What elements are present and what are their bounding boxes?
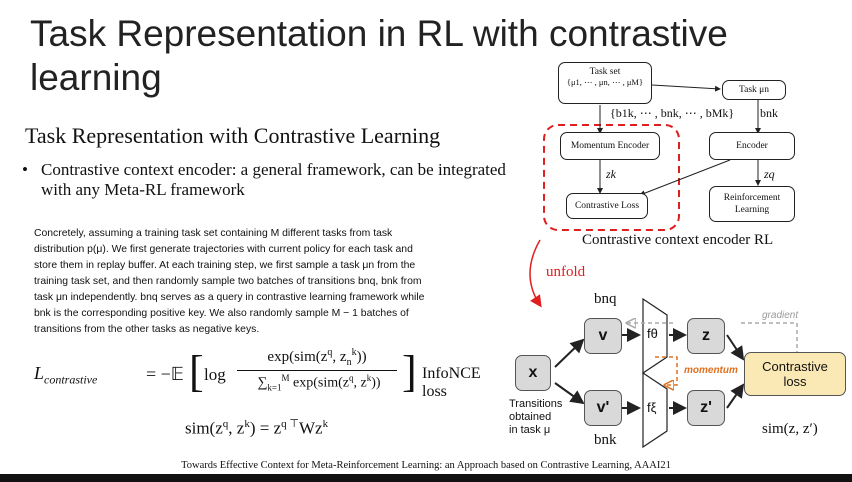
momentum-label: momentum (684, 365, 738, 376)
reinforcement-learning-box: Reinforcement Learning (709, 186, 795, 222)
batch-set-label: {b1k, ⋯ , bnk, ⋯ , bMk} (610, 106, 735, 120)
bnk-label-bottom: bnk (594, 432, 617, 448)
bullet-text: Contrastive context encoder: a general f… (41, 160, 506, 199)
bnq-label: bnq (594, 291, 617, 307)
task-set-value: {μ1, ⋯ , μn, ⋯ , μM} (566, 77, 644, 87)
fraction-bar (237, 370, 397, 371)
contrastive-loss-box: Contrastive Loss (566, 193, 648, 219)
left-bracket: [ (189, 347, 204, 396)
v-box: v (584, 318, 622, 354)
momentum-encoder-box: Momentum Encoder (560, 132, 660, 160)
loss-lhs: L (34, 363, 45, 383)
top-diagram-lines (529, 84, 761, 308)
paragraph-line: training task set, and then randomly sam… (34, 276, 422, 287)
log-text: log (204, 365, 226, 384)
loss-equation: Lcontrastive = −𝔼 [ log exp(sim(zq, znk)… (34, 345, 494, 405)
encoder-xi-shape (642, 371, 668, 449)
bnk-label-top: bnk (760, 106, 778, 120)
paragraph-line: transitions from the other tasks as nega… (34, 324, 260, 335)
task-set-box: Task set {μ1, ⋯ , μn, ⋯ , μM} (558, 62, 652, 104)
sim-label: sim(z, z′) (762, 421, 818, 437)
f-xi-label: fξ (647, 400, 657, 415)
bullet-marker: • (22, 160, 28, 179)
loss-lhs-sub: contrastive (44, 372, 98, 387)
denominator: ∑k=1M exp(sim(zq, zk)) (257, 373, 381, 393)
paragraph-line: bnk is the corresponding positive key. W… (34, 308, 409, 319)
contrastive-loss-bottom-box: Contrastive loss (744, 352, 846, 396)
paragraph-line: task μn independently. bnq serves as a q… (34, 292, 425, 303)
sim-equation: sim(zq, zk) = zq ⊤Wzk (185, 418, 329, 438)
f-theta-label: fθ (647, 326, 658, 341)
task-mu-box: Task μn (722, 80, 786, 100)
z-prime-box: z' (687, 390, 725, 426)
bottom-bar (0, 474, 852, 482)
infonce-label: InfoNCE loss (422, 365, 481, 400)
loss-rhs: = −𝔼 (146, 364, 184, 384)
method-paragraph: Concretely, assuming a training task set… (34, 226, 484, 338)
top-diagram-caption: Contrastive context encoder RL (582, 232, 774, 248)
zk-label: zk (606, 167, 616, 181)
slide-title: Task Representation in RL with contrasti… (30, 13, 728, 98)
x-box: x (515, 355, 551, 391)
encoder-theta-shape (642, 297, 668, 375)
transitions-caption: Transitions obtained in task μ (509, 398, 563, 436)
citation-footer: Towards Effective Context for Meta-Reinf… (181, 460, 671, 471)
v-prime-box: v' (584, 390, 622, 426)
numerator: exp(sim(zq, znk)) (267, 347, 367, 368)
encoder-box: Encoder (709, 132, 795, 160)
right-bracket: ] (402, 347, 417, 396)
momentum-highlight-box (543, 124, 680, 231)
bottom-diagram-lines (554, 297, 798, 449)
z-box: z (687, 318, 725, 354)
unfold-label: unfold (546, 264, 586, 280)
paragraph-line: Concretely, assuming a training task set… (34, 228, 393, 239)
paragraph-line: distribution p(μ). We first generate tra… (34, 244, 413, 255)
gradient-label: gradient (762, 310, 799, 321)
paragraph-line: store them in replay buffer. At each tra… (34, 260, 416, 271)
task-set-label: Task set (589, 67, 621, 77)
section-subtitle: Task Representation with Contrastive Lea… (25, 123, 441, 148)
zq-label: zq (764, 167, 775, 181)
